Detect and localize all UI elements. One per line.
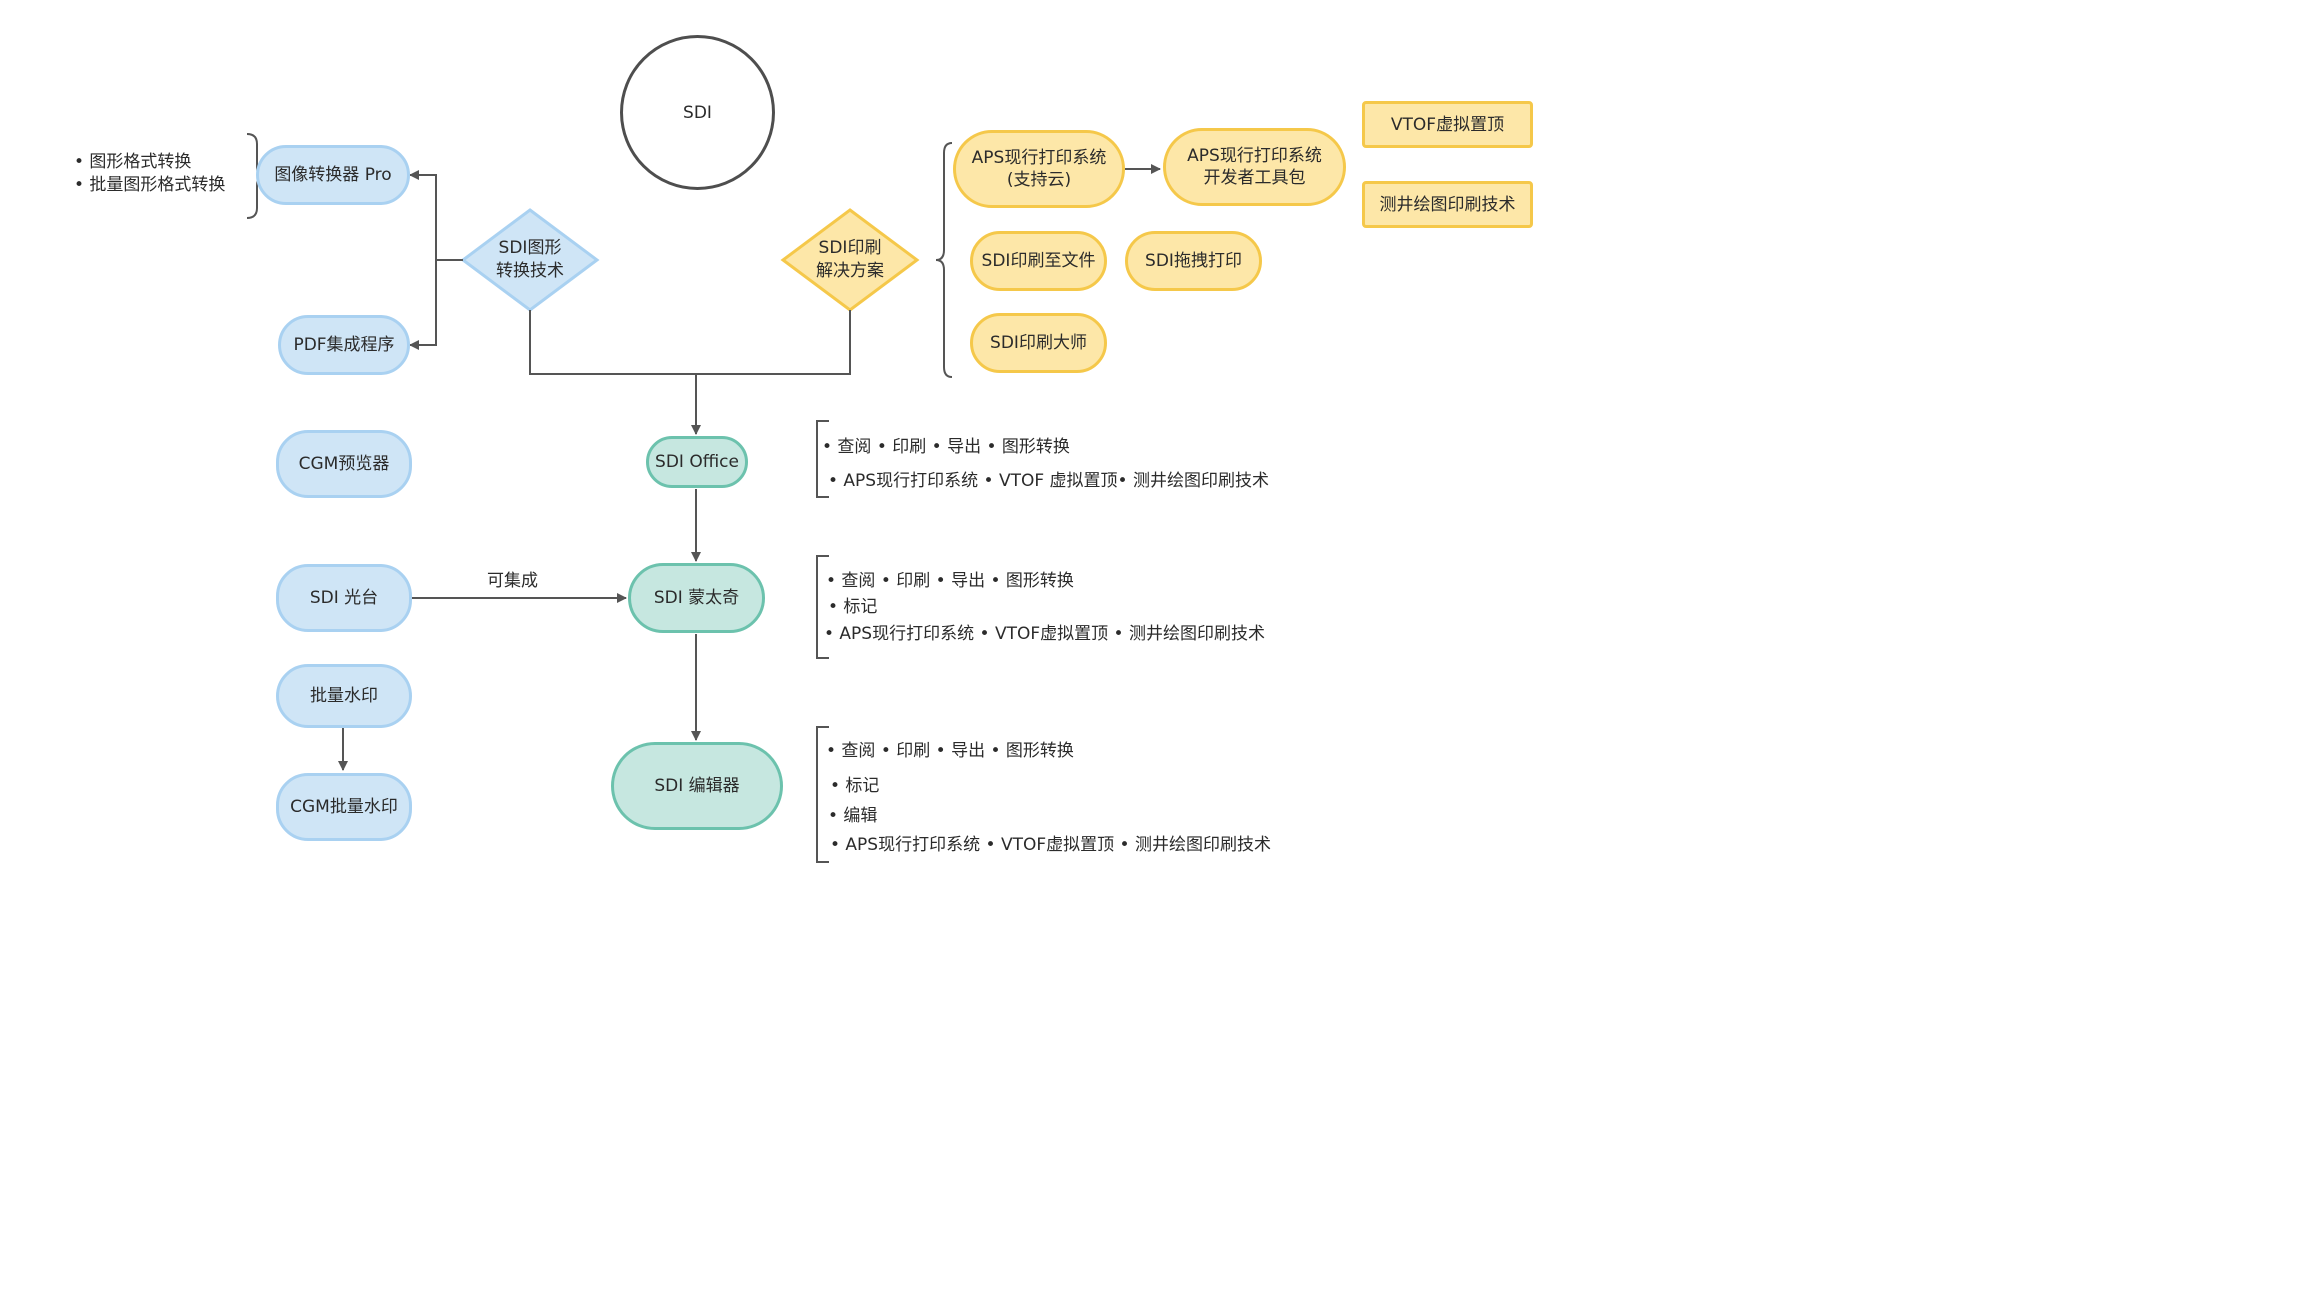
image-converter-pro[interactable]: 图像转换器 Pro — [256, 145, 410, 205]
drag-print-label: SDI拖拽打印 — [1145, 251, 1242, 271]
graphics-tech-label: SDI图形 转换技术 — [475, 237, 585, 283]
editor-feature-4: • APS现行打印系统 • VTOF虚拟置顶 • 测井绘图印刷技术 — [830, 835, 1271, 855]
graphics-feature-1: • 图形格式转换 — [74, 152, 192, 172]
cgm-viewer[interactable]: CGM预览器 — [276, 430, 412, 498]
editor-feature-1: • 查阅 • 印刷 • 导出 • 图形转换 — [826, 741, 1074, 761]
cgm-batch-watermark-label: CGM批量水印 — [290, 797, 398, 817]
sdi-editor[interactable]: SDI 编辑器 — [611, 742, 783, 830]
aps-cloud-line1: APS现行打印系统 — [971, 148, 1107, 168]
print-solution-line2: 解决方案 — [816, 261, 884, 281]
integrable-label: 可集成 — [487, 571, 538, 591]
print-products-brace — [935, 142, 953, 378]
sdi-montage-label: SDI 蒙太奇 — [653, 588, 740, 608]
aps-cloud-line2: (支持云) — [1006, 170, 1072, 190]
logging-label: 测井绘图印刷技术 — [1379, 194, 1516, 215]
aps-sdk[interactable]: APS现行打印系统 开发者工具包 — [1163, 128, 1346, 206]
connector-graphics-branch — [409, 170, 463, 261]
batch-watermark-label: 批量水印 — [310, 686, 378, 706]
aps-sdk-line1: APS现行打印系统 — [1187, 146, 1322, 166]
vtof-label: VTOF虚拟置顶 — [1390, 114, 1505, 135]
graphics-tech-line2: 转换技术 — [496, 261, 564, 281]
montage-feature-3: • APS现行打印系统 • VTOF虚拟置顶 • 测井绘图印刷技术 — [824, 624, 1265, 644]
editor-feature-2: • 标记 — [830, 776, 880, 796]
image-converter-label: 图像转换器 Pro — [274, 165, 392, 185]
sdi-center-label: SDI — [683, 102, 712, 123]
sdi-montage[interactable]: SDI 蒙太奇 — [628, 563, 765, 633]
cgm-batch-watermark[interactable]: CGM批量水印 — [276, 773, 412, 841]
logging-print-tech[interactable]: 测井绘图印刷技术 — [1362, 181, 1533, 228]
sdi-print-to-file[interactable]: SDI印刷至文件 — [970, 231, 1107, 291]
montage-features-bracket — [816, 555, 829, 659]
office-feature-1: • 查阅 • 印刷 • 导出 • 图形转换 — [822, 437, 1070, 457]
connector-graphics-pdf — [409, 260, 437, 350]
cgm-viewer-label: CGM预览器 — [298, 454, 390, 474]
sdi-print-master[interactable]: SDI印刷大师 — [970, 313, 1107, 373]
office-feature-2: • APS现行打印系统 • VTOF 虚拟置顶• 测井绘图印刷技术 — [828, 471, 1269, 491]
office-features-bracket — [816, 420, 829, 498]
sdi-light-table-label: SDI 光台 — [309, 588, 379, 608]
sdi-drag-print[interactable]: SDI拖拽打印 — [1125, 231, 1262, 291]
batch-watermark[interactable]: 批量水印 — [276, 664, 412, 728]
sdi-editor-label: SDI 编辑器 — [654, 776, 740, 796]
sdi-light-table[interactable]: SDI 光台 — [276, 564, 412, 632]
editor-feature-3: • 编辑 — [828, 806, 878, 826]
sdi-center-circle[interactable]: SDI — [620, 35, 775, 190]
connector-graphics-down — [529, 310, 851, 375]
graphics-tech-line1: SDI图形 — [498, 238, 562, 258]
pdf-integrator-label: PDF集成程序 — [293, 335, 395, 355]
print-solution-line1: SDI印刷 — [818, 238, 882, 258]
sdi-office-label: SDI Office — [655, 452, 739, 472]
print-to-file-label: SDI印刷至文件 — [981, 251, 1096, 271]
print-solution-label: SDI印刷 解决方案 — [795, 237, 905, 283]
sdi-office[interactable]: SDI Office — [646, 436, 748, 488]
pdf-integrator[interactable]: PDF集成程序 — [278, 315, 410, 375]
montage-feature-1: • 查阅 • 印刷 • 导出 • 图形转换 — [826, 571, 1074, 591]
vtof-virtual-top[interactable]: VTOF虚拟置顶 — [1362, 101, 1533, 148]
aps-sdk-line2: 开发者工具包 — [1203, 168, 1306, 188]
connector-layer — [246, 133, 1161, 863]
aps-cloud[interactable]: APS现行打印系统 (支持云) — [953, 130, 1125, 208]
editor-features-bracket — [816, 726, 829, 863]
montage-feature-2: • 标记 — [828, 597, 878, 617]
graphics-feature-2: • 批量图形格式转换 — [74, 175, 226, 195]
print-master-label: SDI印刷大师 — [990, 333, 1087, 353]
